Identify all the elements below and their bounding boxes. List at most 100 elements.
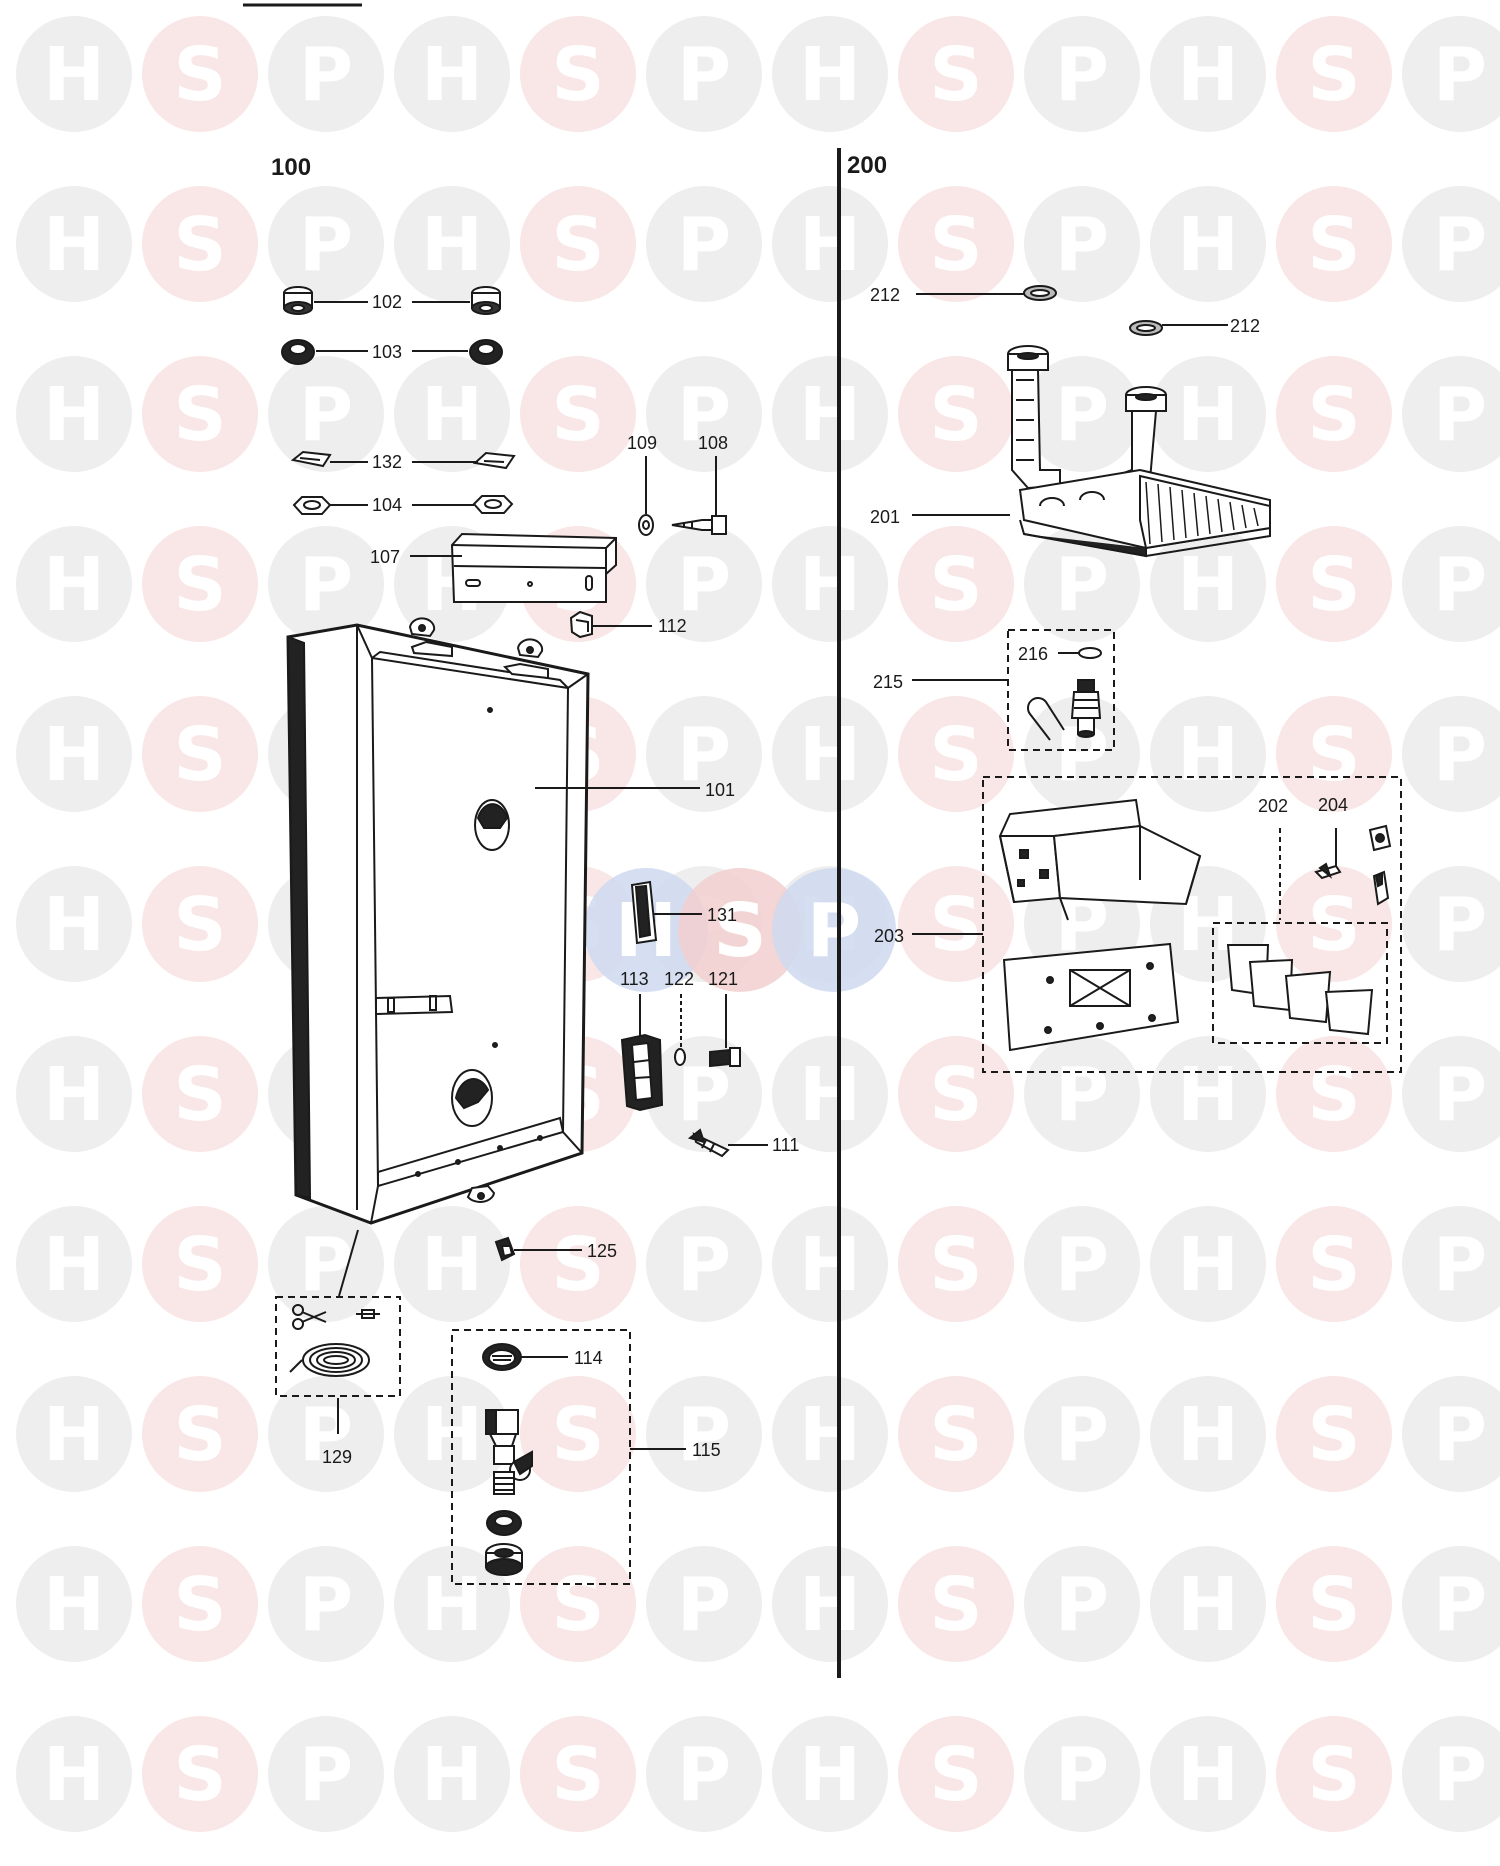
watermark-circle (898, 526, 1014, 642)
watermark-letter: P (677, 712, 731, 798)
watermark-circle (1150, 526, 1266, 642)
watermark-letter: S (551, 1222, 604, 1308)
watermark-letter: H (43, 372, 105, 458)
clip-112 (569, 610, 593, 639)
watermark-letter: S (173, 882, 226, 968)
watermark-circle (16, 356, 132, 472)
watermark-circle (520, 356, 636, 472)
watermark-circle (1276, 1716, 1392, 1832)
watermark-letter: H (799, 1562, 861, 1648)
watermark-letter: H (421, 32, 483, 118)
watermark-circle (646, 1376, 762, 1492)
watermark-letter: P (677, 542, 731, 628)
watermark-circle (1402, 356, 1500, 472)
watermark-circle (898, 1716, 1014, 1832)
watermark-letter: P (677, 1732, 731, 1818)
hex-nut-104-left (292, 496, 332, 515)
watermark-letter: P (1433, 372, 1487, 458)
watermark-letter: S (173, 712, 226, 798)
watermark-circle (142, 1036, 258, 1152)
watermark-letter: H (1177, 1052, 1239, 1138)
sealing-washer-103-right (469, 339, 503, 365)
watermark-circle (1276, 696, 1392, 812)
watermark-circle (394, 1546, 510, 1662)
boiler-casing-101 (286, 617, 590, 1225)
watermark-letter: P (299, 1562, 353, 1648)
watermark-letter: S (551, 1392, 604, 1478)
watermark-circle (646, 1206, 762, 1322)
watermark-letter: P (1433, 1052, 1487, 1138)
callout-215: 215 (873, 672, 903, 692)
watermark-letter: H (421, 372, 483, 458)
watermark-circle (1402, 866, 1500, 982)
watermark-circle (1276, 1206, 1392, 1322)
watermark-circle (772, 526, 888, 642)
watermark-circle (1276, 526, 1392, 642)
watermark-circle (646, 1546, 762, 1662)
watermark-letter: P (1055, 202, 1109, 288)
screw-204 (1314, 862, 1342, 880)
watermark-circle (16, 866, 132, 982)
watermark-circle (1024, 356, 1140, 472)
watermark-letter: S (173, 202, 226, 288)
watermark-circle (142, 356, 258, 472)
watermark-letter: S (1307, 542, 1360, 628)
watermark-circle (646, 526, 762, 642)
watermark-circle (16, 186, 132, 302)
watermark-letter: S (1307, 1392, 1360, 1478)
valve-kit-115 (451, 1329, 631, 1585)
watermark-letter: S (551, 1732, 604, 1818)
nut-115 (485, 1543, 523, 1576)
callout-212-b: 212 (1230, 316, 1260, 336)
watermark-circle (1402, 1206, 1500, 1322)
watermark-letter: H (799, 1732, 861, 1818)
watermark-circle (772, 1036, 888, 1152)
watermark-letter: S (1307, 372, 1360, 458)
watermark-circle (1150, 16, 1266, 132)
watermark-letter: P (1433, 1392, 1487, 1478)
watermark-circle (1402, 1376, 1500, 1492)
callout-203: 203 (874, 926, 904, 946)
watermark-circle (898, 696, 1014, 812)
callout-103: 103 (372, 342, 402, 362)
watermark-letter: P (1433, 882, 1487, 968)
watermark-circle (1024, 526, 1140, 642)
watermark-letter: H (799, 372, 861, 458)
watermark-letter: S (551, 372, 604, 458)
watermark-letter: S (929, 1732, 982, 1818)
watermark-logo-circle (772, 868, 896, 992)
watermark-letter: P (1433, 712, 1487, 798)
watermark-circle (1150, 1376, 1266, 1492)
watermark-letter: S (929, 32, 982, 118)
watermark-letter: H (43, 542, 105, 628)
watermark-letter: P (1055, 32, 1109, 118)
watermark-letter: S (1307, 1052, 1360, 1138)
watermark-circle (1150, 356, 1266, 472)
watermark-circle (646, 696, 762, 812)
watermark-circle (268, 186, 384, 302)
watermark-letter: H (43, 1392, 105, 1478)
watermark-circle (520, 1546, 636, 1662)
watermark-circle (1024, 186, 1140, 302)
watermark-circle (1276, 1546, 1392, 1662)
callout-112: 112 (658, 616, 687, 636)
watermark-letter: S (929, 202, 982, 288)
watermark-circle (646, 16, 762, 132)
watermark-letter: P (1055, 372, 1109, 458)
watermark-letter: P (299, 202, 353, 288)
union-nut-102-left (283, 286, 313, 315)
watermark-circle (142, 1206, 258, 1322)
watermark-letter: P (1055, 1392, 1109, 1478)
watermark-circle (898, 866, 1014, 982)
watermark-logo-letter: P (807, 888, 861, 974)
callout-131: 131 (707, 905, 737, 925)
watermark-circle (1024, 16, 1140, 132)
callout-104: 104 (372, 495, 402, 515)
watermark-circle (1402, 16, 1500, 132)
watermark-letter: P (1433, 1732, 1487, 1818)
hex-nut-104-right (472, 495, 514, 514)
watermark-letter: S (173, 1222, 226, 1308)
callout-115: 115 (692, 1440, 721, 1460)
washer-122 (674, 1048, 686, 1066)
